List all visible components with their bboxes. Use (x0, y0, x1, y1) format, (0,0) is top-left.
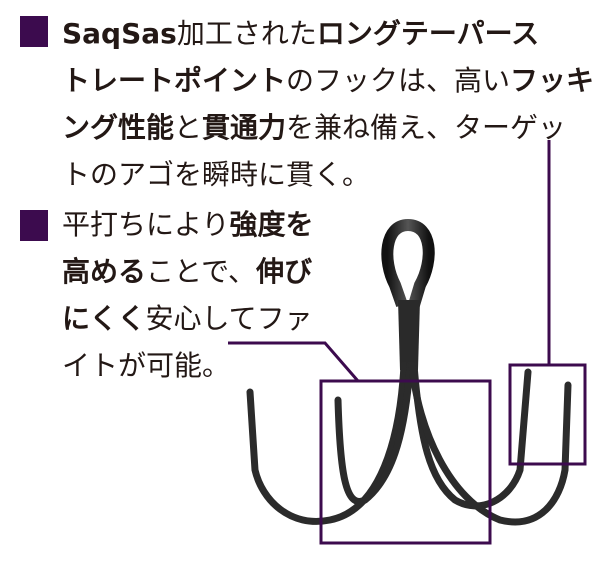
body-text: トのアゴを瞬時に貫く。 (62, 158, 371, 191)
hook-prongs (246, 361, 572, 526)
emphasis-text: 伸び (256, 255, 313, 288)
text-line: 高めることで、伸び (62, 252, 362, 299)
emphasis-text: SaqSas (62, 17, 177, 50)
body-text: と (174, 111, 203, 144)
body-text: 平打ちにより (62, 208, 230, 241)
feature-text-point: SaqSas加工されたロングテーパーストレートポイントのフックは、高いフッキング… (62, 14, 607, 202)
body-text: 安心してファ (145, 302, 313, 335)
emphasis-text: 強度を (229, 208, 314, 241)
bullet-square-1 (20, 16, 48, 47)
highlight-box-flat (319, 379, 492, 545)
emphasis-text: トレートポイント (62, 64, 287, 97)
body-text: 加工された (176, 17, 317, 50)
bullet-square-2 (20, 210, 48, 241)
emphasis-text: ング性能 (62, 111, 175, 144)
emphasis-text: ロングテーパース (316, 17, 540, 50)
emphasis-text: 高める (62, 255, 147, 288)
emphasis-text: にくく (62, 302, 146, 335)
hook-eye (381, 219, 435, 307)
hook-shank (398, 300, 420, 370)
feature-text-strength: 平打ちにより強度を高めることで、伸びにくく安心してファイトが可能。 (62, 205, 362, 393)
text-line: ング性能と貫通力を兼ね備え、ターゲッ (62, 108, 607, 155)
text-line: SaqSas加工されたロングテーパース (62, 14, 607, 61)
callout-line-strength (228, 341, 360, 382)
body-text: を兼ね備え、ターゲッ (286, 111, 567, 144)
emphasis-text: 貫通力 (202, 111, 287, 144)
text-line: トのアゴを瞬時に貫く。 (62, 155, 607, 202)
emphasis-text: フッキ (510, 64, 595, 97)
text-line: トレートポイントのフックは、高いフッキ (62, 61, 607, 108)
body-text: イトが可能。 (62, 349, 231, 382)
text-line: にくく安心してファ (62, 299, 362, 346)
text-line: イトが可能。 (62, 346, 362, 393)
body-text: のフックは、高い (286, 64, 511, 97)
body-text: ことで、 (146, 255, 257, 288)
text-line: 平打ちにより強度を (62, 205, 362, 252)
